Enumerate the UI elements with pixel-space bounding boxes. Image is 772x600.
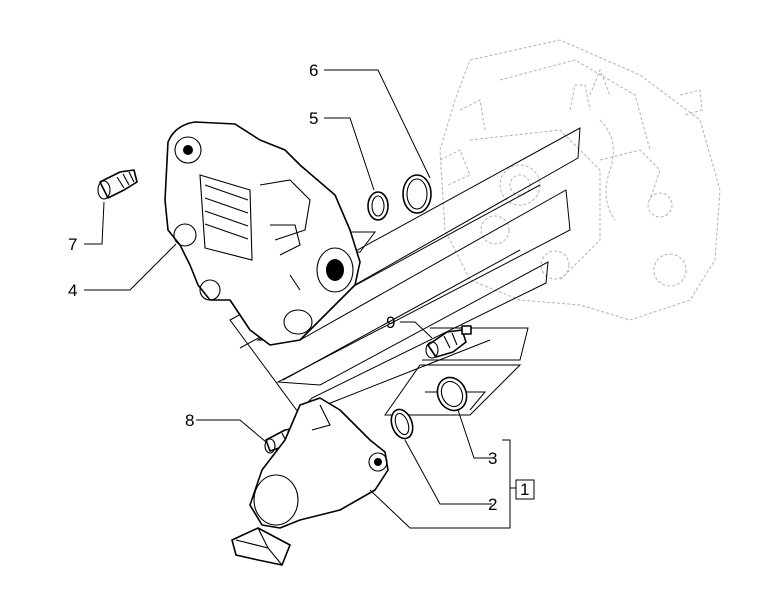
o-ring-part-6: [402, 174, 432, 214]
solenoid-valve-part-1: [231, 397, 389, 566]
callout-1-box: 1: [515, 479, 535, 500]
callout-2: 2: [488, 495, 497, 514]
callout-9: 9: [386, 313, 395, 332]
callout-5: 5: [309, 109, 318, 128]
sensor-part-9: [425, 325, 472, 359]
callout-4: 4: [68, 281, 77, 300]
o-ring-part-5: [367, 191, 389, 221]
callout-8: 8: [185, 411, 194, 430]
o-ring-part-3: [436, 376, 468, 412]
callout-6: 6: [309, 61, 318, 80]
callout-7: 7: [68, 235, 77, 254]
pump-head-housing: [164, 121, 361, 346]
o-ring-part-2: [390, 408, 414, 440]
screw-part-7: [97, 169, 138, 200]
pump-assembly-ghost: [439, 39, 721, 321]
leader-lines: [84, 69, 516, 529]
callout-3: 3: [488, 449, 497, 468]
callout-1: 1: [520, 480, 529, 499]
